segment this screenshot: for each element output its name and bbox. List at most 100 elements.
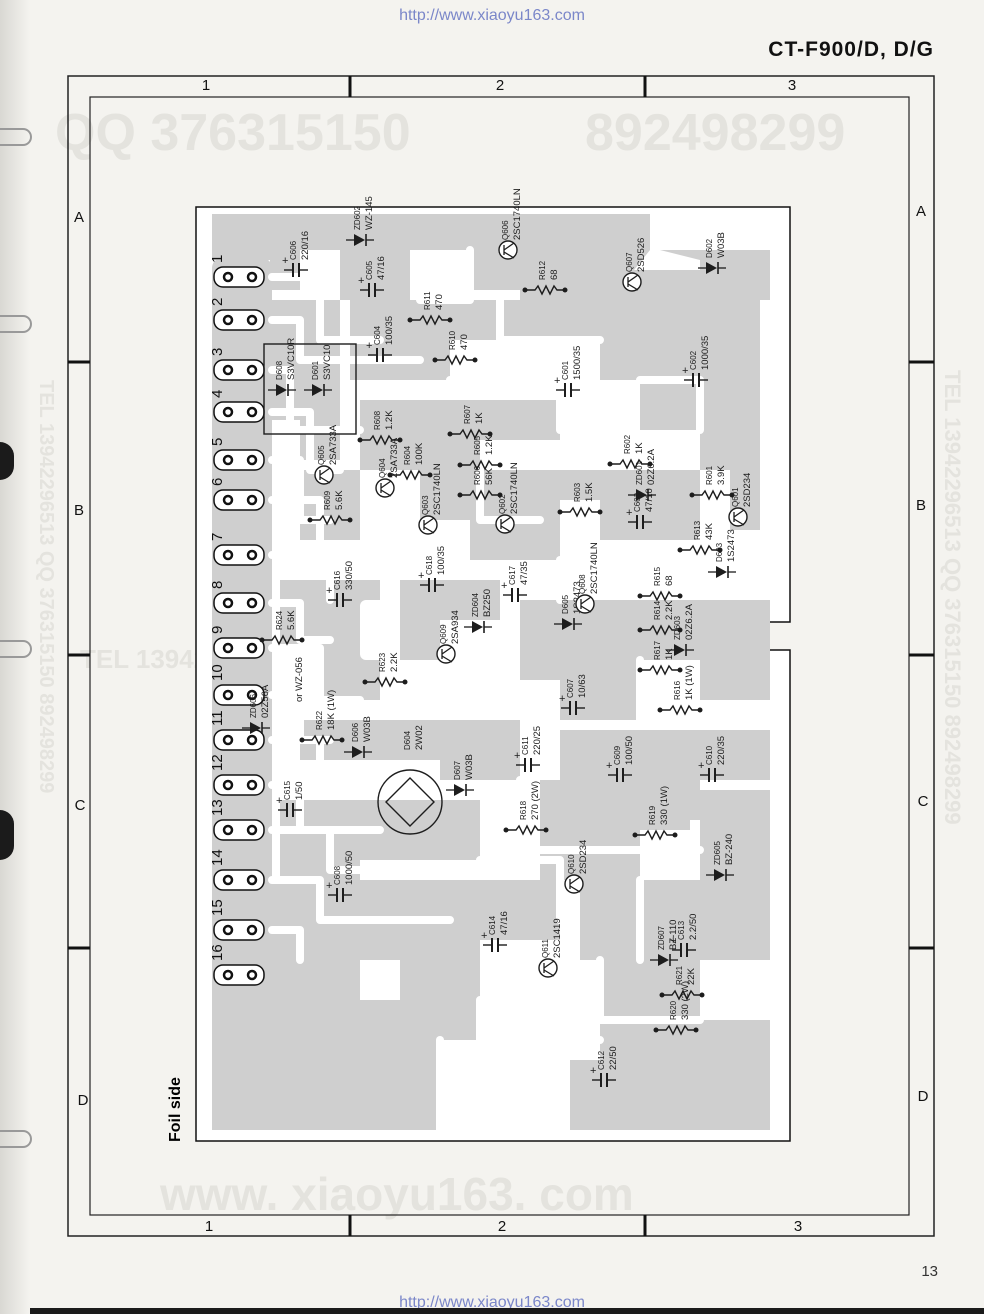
component-label: 2.2K	[389, 652, 400, 672]
component-ref: R618	[519, 800, 528, 820]
component-ref: C615	[283, 780, 292, 800]
bridge-rectifier-d604	[377, 769, 443, 835]
svg-text:+: +	[326, 585, 332, 597]
component-label: 2SC1740LN	[432, 463, 443, 515]
component-ref: Q603	[421, 495, 430, 515]
component-ref: C610	[705, 745, 714, 765]
connector-pad: 1	[209, 255, 265, 288]
component-label: 2SC1740LN	[509, 462, 520, 514]
column-label: 1	[202, 77, 210, 94]
component-label: 100/35	[436, 546, 447, 575]
component-ref: D608	[275, 360, 284, 380]
component-label: 68	[664, 575, 675, 586]
component-label: S3VC10R	[286, 338, 297, 380]
component-label: 2SA934	[450, 610, 461, 644]
component-label: 22K	[686, 967, 697, 985]
component-ref: ZD607	[657, 925, 666, 950]
connector-number: 2	[209, 298, 226, 306]
component-ref: C605	[365, 260, 374, 280]
component-ref: C602	[689, 350, 698, 370]
component-ref: C614	[488, 915, 497, 935]
punch-hole	[0, 810, 14, 860]
connector-pad: 4	[209, 390, 265, 423]
column-label: 3	[794, 1218, 802, 1235]
component-label: 2SD526	[636, 238, 647, 272]
component-label: 330 (1W)	[659, 786, 670, 825]
row-label: C	[918, 793, 929, 810]
component-ref: R613	[693, 520, 702, 540]
row-label: B	[74, 502, 84, 519]
connector-number: 1	[209, 255, 226, 263]
connector-pad: 16	[209, 944, 265, 986]
component-ref: Q609	[439, 624, 448, 644]
component-label: W03B	[716, 232, 727, 258]
component-ref: R617	[653, 640, 662, 660]
svg-text:+: +	[501, 580, 507, 592]
component-label: 47/16	[499, 911, 510, 935]
svg-text:+: +	[682, 365, 688, 377]
component-r619: 330 (1W)R619	[632, 786, 678, 841]
component-ref: ZD605	[713, 840, 722, 865]
row-label: A	[74, 209, 84, 226]
component-label: 1K (1W)	[684, 665, 695, 700]
component-label: 2SC1419	[552, 918, 563, 958]
header-url[interactable]: http://www.xiaoyu163.com	[399, 7, 585, 24]
connector-number: 6	[209, 478, 226, 486]
component-ref: D607	[453, 760, 462, 780]
binder-ring	[0, 640, 32, 658]
component-label: 100/50	[624, 736, 635, 765]
svg-text:+: +	[590, 1065, 596, 1077]
connector-pad: 15	[209, 899, 265, 941]
component-ref: R621	[675, 965, 684, 985]
component-label: W03B	[362, 716, 373, 742]
component-label: BZ250	[482, 589, 493, 617]
component-ref: ZD601	[635, 460, 644, 485]
component-label: 1500/35	[572, 346, 583, 380]
component-label: 2SA733A	[389, 437, 400, 478]
component-label: 1.2K	[384, 410, 395, 430]
component-label: 220/25	[532, 726, 543, 755]
connector-number: 15	[209, 899, 226, 916]
component-ref: D601	[311, 360, 320, 380]
row-label: C	[75, 797, 86, 814]
component-ref: R608	[373, 410, 382, 430]
component-label: 68	[549, 269, 560, 280]
component-label: 02Z6.2A	[684, 603, 695, 640]
component-label: 02Z6.2A	[646, 448, 657, 485]
component-ref: R614	[653, 600, 662, 620]
component-ref: D603	[715, 542, 724, 562]
connector-number: 8	[209, 581, 226, 589]
component-ref: ZD603	[673, 615, 682, 640]
component-ref: R610	[448, 330, 457, 350]
component-label: 1K	[634, 442, 645, 454]
binder-ring	[0, 128, 32, 146]
footer-url[interactable]: http://www.xiaoyu163.com	[399, 1294, 585, 1311]
svg-text:+: +	[698, 760, 704, 772]
component-label: 1K	[474, 412, 485, 424]
component-ref: D604	[403, 730, 412, 750]
component-ref: Q611	[541, 938, 550, 958]
svg-text:+: +	[626, 507, 632, 519]
